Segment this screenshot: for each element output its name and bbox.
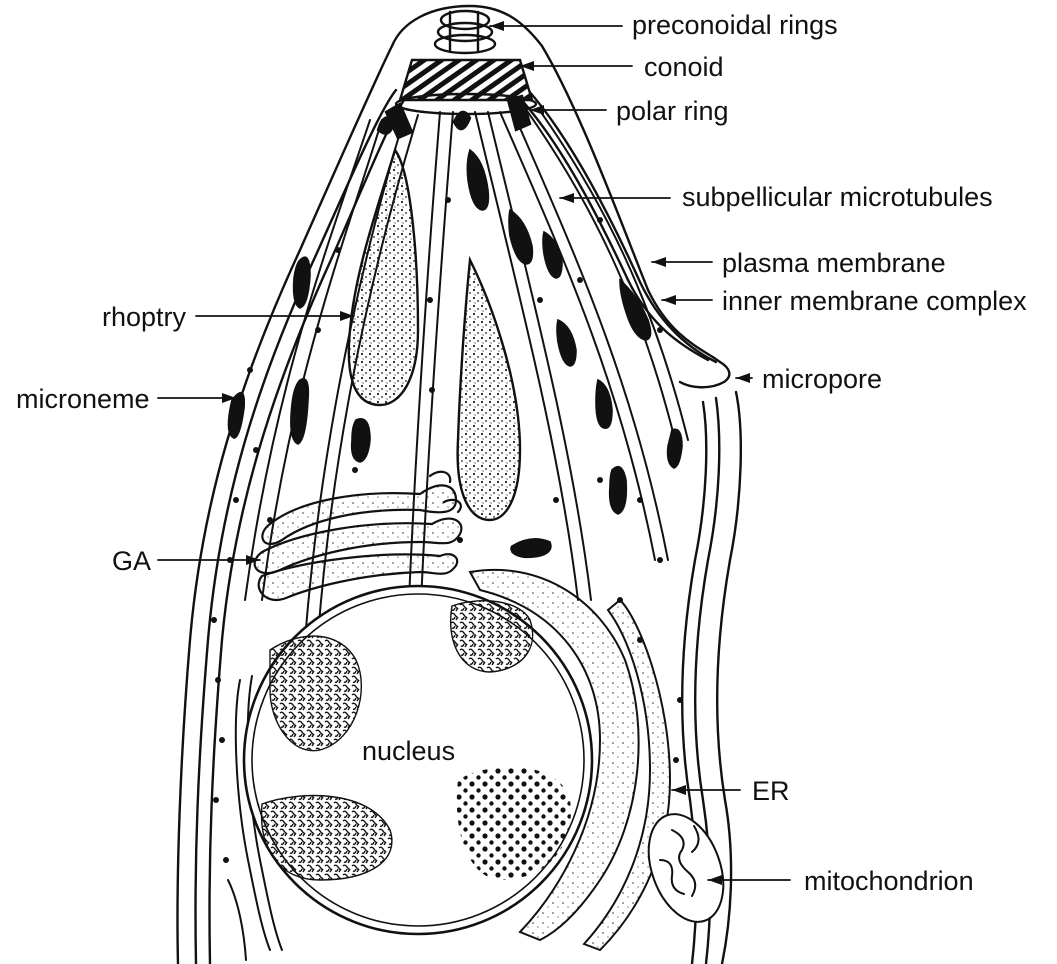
label-subpellicular-microtubules: subpellicular microtubules xyxy=(682,182,993,212)
preconoidal-rings xyxy=(435,11,495,53)
label-rhoptry: rhoptry xyxy=(102,302,187,332)
label-plasma-membrane: plasma membrane xyxy=(722,248,946,278)
label-er: ER xyxy=(752,776,790,806)
rhoptries xyxy=(349,150,520,520)
label-nucleus: nucleus xyxy=(362,736,455,766)
golgi-apparatus xyxy=(255,472,462,600)
label-conoid: conoid xyxy=(644,52,724,82)
label-preconoidal-rings: preconoidal rings xyxy=(632,10,838,40)
label-micropore: micropore xyxy=(762,364,882,394)
label-microneme: microneme xyxy=(16,384,150,414)
label-ga: GA xyxy=(112,546,151,576)
label-inner-membrane-complex: inner membrane complex xyxy=(722,286,1027,316)
label-mitochondrion: mitochondrion xyxy=(804,866,974,896)
label-polar-ring: polar ring xyxy=(616,96,729,126)
